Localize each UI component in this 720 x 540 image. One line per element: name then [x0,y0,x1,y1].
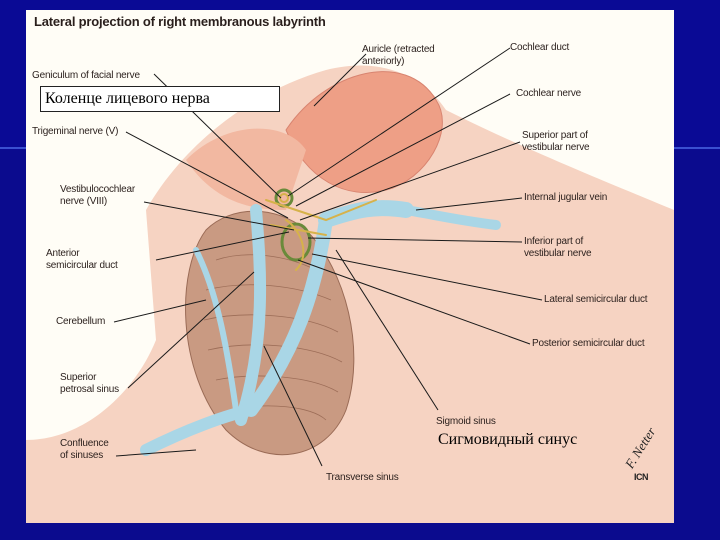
publisher-badge: ICN [634,472,649,482]
label-posterior-duct: Posterior semicircular duct [532,338,645,349]
illustration-panel: Lateral projection of right membranous l… [26,10,674,523]
label-sigmoid: Sigmoid sinus [436,416,496,427]
label-cerebellum: Cerebellum [56,316,106,327]
label-anterior-duct: Anterior semicircular duct [46,248,118,271]
label-cochlear-nerve: Cochlear nerve [516,88,582,99]
label-sup-vestibular: Superior part of vestibular nerve [522,130,590,153]
label-geniculum: Geniculum of facial nerve [32,70,140,81]
anatomy-illustration [26,47,674,523]
label-confluence: Confluence of sinuses [60,438,109,461]
label-auricle: Auricle (retracted anteriorly) [362,44,435,67]
label-lateral-duct: Lateral semicircular duct [544,294,648,305]
label-trigeminal: Trigeminal nerve (V) [32,126,119,137]
overlay-geniculum-ru: Коленце лицевого нерва [40,86,280,112]
label-vestibulocochlear: Vestibulocochlear nerve (VIII) [60,184,135,207]
label-inf-vestibular: Inferior part of vestibular nerve [524,236,592,259]
label-cochlear-duct: Cochlear duct [510,42,570,53]
diagram-title: Lateral projection of right membranous l… [34,14,326,29]
label-ijv: Internal jugular vein [524,192,608,203]
label-transverse: Transverse sinus [326,472,399,483]
label-superior-petrosal: Superior petrosal sinus [60,372,119,395]
overlay-sigmoid-ru: Сигмовидный синус [438,431,578,448]
